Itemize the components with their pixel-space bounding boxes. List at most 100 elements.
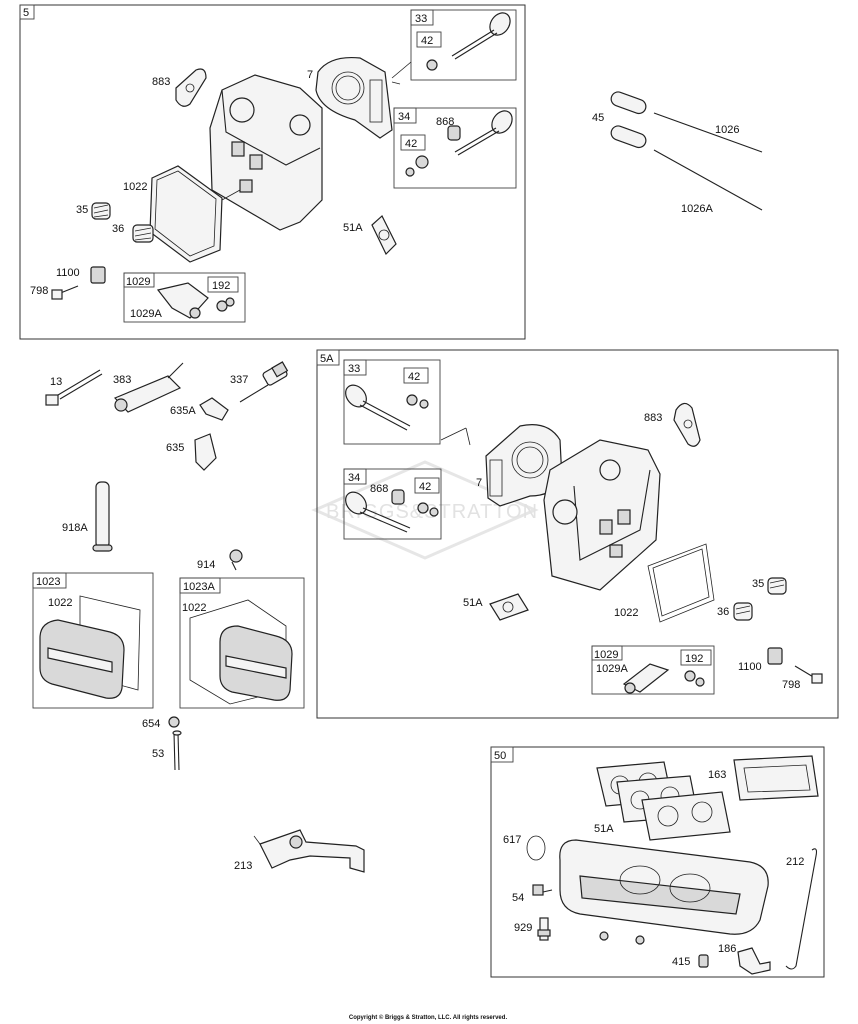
bolt-13-icon <box>45 369 103 406</box>
label-1029A: 1029A <box>130 308 162 320</box>
label-53: 53 <box>152 748 164 760</box>
tube-918A-icon <box>92 481 113 552</box>
label-186: 186 <box>718 943 736 955</box>
label-51A-50: 51A <box>594 823 614 835</box>
label-635: 635 <box>166 442 184 454</box>
bolt-914-icon <box>229 549 243 571</box>
section-5A: 5A 33 42 34 868 42 8 <box>316 349 839 719</box>
valve-34-icon <box>405 110 513 177</box>
label-929: 929 <box>514 922 532 934</box>
label-918A: 918A <box>62 522 88 534</box>
spring-36-icon <box>132 224 154 243</box>
elbow-635-icon <box>194 433 217 471</box>
label-1026: 1026 <box>715 124 739 136</box>
rocker-arm-1029-5A-icon <box>622 663 705 694</box>
fitting-929-icon <box>537 917 551 941</box>
label-654: 654 <box>142 718 160 730</box>
label-7-5A: 7 <box>476 477 482 489</box>
label-13: 13 <box>50 376 62 388</box>
stud-53-icon <box>172 730 182 771</box>
label-1029: 1029 <box>126 276 150 288</box>
label-33: 33 <box>415 13 427 25</box>
intake-manifold-icon <box>559 839 769 945</box>
label-42: 42 <box>421 35 433 47</box>
bolt-54-icon <box>532 884 553 896</box>
label-192-5A: 192 <box>685 653 703 665</box>
part-1100-5A-icon <box>767 647 783 665</box>
intake-gaskets-51A-icon <box>596 761 731 841</box>
section-5A-label: 5A <box>320 353 334 365</box>
section-50: 50 51A 163 617 212 <box>490 746 825 978</box>
bracket-213-icon <box>253 829 365 873</box>
label-868: 868 <box>436 116 454 128</box>
label-51A: 51A <box>343 222 363 234</box>
gasket-51A-5A-icon <box>489 593 529 621</box>
label-1026A: 1026A <box>681 203 713 215</box>
middle-left-parts: 13 383 337 635A 635 918A 914 <box>32 361 365 873</box>
breather-383-icon <box>113 362 184 413</box>
label-192: 192 <box>212 280 230 292</box>
fitting-415-icon <box>698 954 709 968</box>
valve-33-icon <box>426 12 511 71</box>
section-5: 5 33 42 34 868 42 883 <box>19 4 526 340</box>
head-gasket-7-5A-icon <box>485 424 563 507</box>
label-42-5A-b: 42 <box>419 481 431 493</box>
label-34: 34 <box>398 111 410 123</box>
nut-654-icon <box>168 716 180 728</box>
label-798-5A: 798 <box>782 679 800 691</box>
section-5-label: 5 <box>23 7 29 19</box>
valve-34-5A-icon <box>345 489 439 533</box>
valve-cover-1023-icon <box>39 595 141 699</box>
link-212-icon <box>785 848 818 970</box>
label-635A: 635A <box>170 405 196 417</box>
label-868-5A: 868 <box>370 483 388 495</box>
push-rods-group: 45 1026 1026A <box>592 91 763 215</box>
bolt-798-5A-icon <box>794 665 823 684</box>
label-337: 337 <box>230 374 248 386</box>
bolt-798-icon <box>51 285 79 300</box>
spark-plug-337-icon <box>239 361 289 403</box>
label-42-5A: 42 <box>408 371 420 383</box>
head-gasket-7-icon <box>315 56 393 139</box>
valve-cover-1023A-icon <box>189 599 293 705</box>
cylinder-head-5A-icon <box>543 439 661 591</box>
o-ring-617-icon <box>526 835 546 861</box>
label-914: 914 <box>197 559 215 571</box>
label-415: 415 <box>672 956 690 968</box>
label-34-5A: 34 <box>348 472 360 484</box>
label-1029A-5A: 1029A <box>596 663 628 675</box>
label-42-b: 42 <box>405 138 417 150</box>
rocker-cover-gasket-5A-icon <box>647 543 715 623</box>
valve-33-5A-icon <box>345 384 429 431</box>
label-36-5A: 36 <box>717 606 729 618</box>
label-36: 36 <box>112 223 124 235</box>
spring-35-icon <box>91 202 111 220</box>
label-883-5A: 883 <box>644 412 662 424</box>
label-1023A: 1023A <box>183 581 215 593</box>
label-212: 212 <box>786 856 804 868</box>
rocker-arm-1029-icon <box>156 282 235 319</box>
label-617: 617 <box>503 834 521 846</box>
section-50-label: 50 <box>494 750 506 762</box>
label-1022-5A: 1022 <box>614 607 638 619</box>
label-1100-5A: 1100 <box>738 661 762 673</box>
label-45: 45 <box>592 112 604 124</box>
part-1100-icon <box>90 266 106 284</box>
elbow-186-icon <box>737 947 771 975</box>
gasket-883-icon <box>175 68 207 107</box>
label-54: 54 <box>512 892 524 904</box>
label-163: 163 <box>708 769 726 781</box>
cylinder-head-icon <box>209 74 323 231</box>
label-383: 383 <box>113 374 131 386</box>
label-35-5A: 35 <box>752 578 764 590</box>
label-7: 7 <box>307 69 313 81</box>
label-883: 883 <box>152 76 170 88</box>
label-1022-d: 1022 <box>182 602 206 614</box>
elbow-635A-icon <box>199 397 229 421</box>
label-51A-5A: 51A <box>463 597 483 609</box>
gasket-163-icon <box>733 755 819 801</box>
label-798: 798 <box>30 285 48 297</box>
gasket-51A-icon <box>371 215 397 256</box>
label-1029-5A: 1029 <box>594 649 618 661</box>
